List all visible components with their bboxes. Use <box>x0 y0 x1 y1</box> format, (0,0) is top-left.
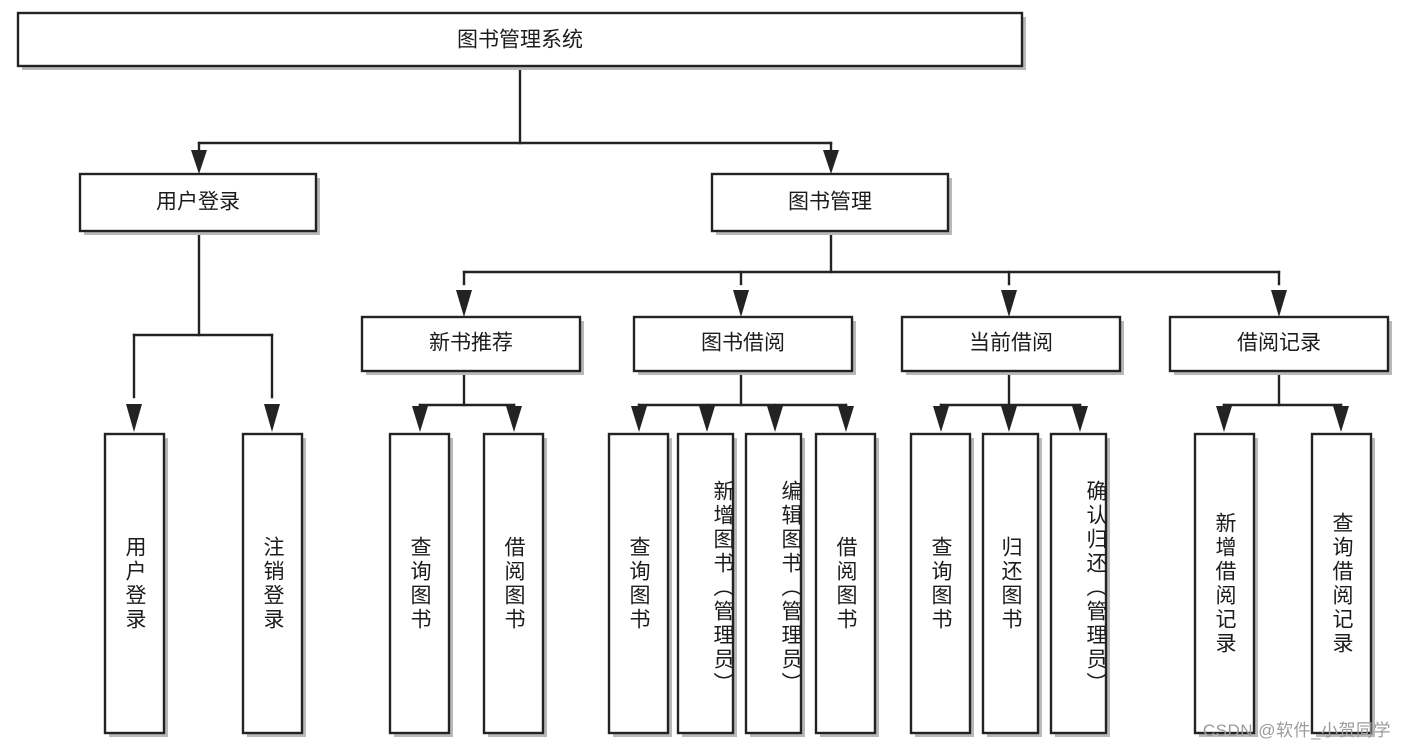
node-current-borrow[interactable] <box>900 315 1122 373</box>
node-borrow-record-label: 借阅记录 <box>1237 332 1321 355</box>
node-borrow-record[interactable] <box>1168 315 1390 373</box>
arrow-head-leaf-edit-book <box>767 406 783 432</box>
node-book-borrow-label: 图书借阅 <box>701 332 785 355</box>
node-user-login[interactable] <box>78 172 318 233</box>
node-user-login-label: 用户登录 <box>156 191 240 214</box>
node-leaf-query-book-2[interactable] <box>607 432 670 735</box>
node-leaf-borrow-book-2[interactable] <box>814 432 877 735</box>
node-leaf-logout[interactable] <box>241 432 304 735</box>
arrow-head-book-manage <box>823 150 839 174</box>
arrow-head-leaf-query-book-2 <box>631 406 647 432</box>
arrow-head-borrow-record <box>1271 290 1287 317</box>
arrow-head-leaf-add-book <box>699 406 715 432</box>
arrow-head-user-login <box>191 150 207 174</box>
node-current-borrow-label: 当前借阅 <box>969 332 1053 355</box>
node-new-book-rec[interactable] <box>360 315 582 373</box>
node-book-borrow[interactable] <box>632 315 854 373</box>
arrow-head-leaf-query-book-3 <box>933 406 949 432</box>
node-leaf-add-book[interactable] <box>676 432 735 735</box>
node-leaf-confirm-return[interactable] <box>1049 432 1108 735</box>
node-leaf-query-book-1[interactable] <box>388 432 451 735</box>
connector-layer <box>126 65 1349 432</box>
csdn-watermark: CSDN @软件_小贺同学 <box>1202 721 1391 740</box>
node-leaf-query-record[interactable] <box>1310 432 1373 735</box>
arrow-head-leaf-user-login <box>126 404 142 432</box>
node-root-label: 图书管理系统 <box>457 29 583 52</box>
arrow-head-leaf-query-record <box>1333 406 1349 432</box>
node-leaf-edit-book[interactable] <box>744 432 803 735</box>
node-new-book-rec-label: 新书推荐 <box>429 332 513 355</box>
node-book-manage-label: 图书管理 <box>788 191 872 214</box>
arrow-head-leaf-confirm-return <box>1072 406 1088 432</box>
arrow-head-leaf-borrow-book-2 <box>838 406 854 432</box>
node-leaf-query-book-3[interactable] <box>909 432 972 735</box>
node-leaf-return-book[interactable] <box>981 432 1040 735</box>
arrow-head-new-book-rec <box>456 290 472 317</box>
node-leaf-add-record[interactable] <box>1193 432 1256 735</box>
arrow-head-current-borrow <box>1001 290 1017 317</box>
arrow-head-leaf-return-book <box>1001 406 1017 432</box>
node-root[interactable] <box>16 11 1024 68</box>
arrow-head-book-borrow <box>733 290 749 317</box>
node-layer: 图书管理系统 用户登录 图书管理 新书推荐 图书借阅 当前借阅 借阅记录 <box>16 11 1392 737</box>
arrow-head-leaf-query-book-1 <box>412 406 428 432</box>
node-book-manage[interactable] <box>710 172 950 233</box>
node-leaf-user-login[interactable] <box>103 432 166 735</box>
arrow-head-leaf-add-record <box>1216 406 1232 432</box>
node-leaf-borrow-book-1[interactable] <box>482 432 545 735</box>
arrow-head-leaf-logout <box>264 404 280 432</box>
arrow-head-leaf-borrow-book-1 <box>506 406 522 432</box>
